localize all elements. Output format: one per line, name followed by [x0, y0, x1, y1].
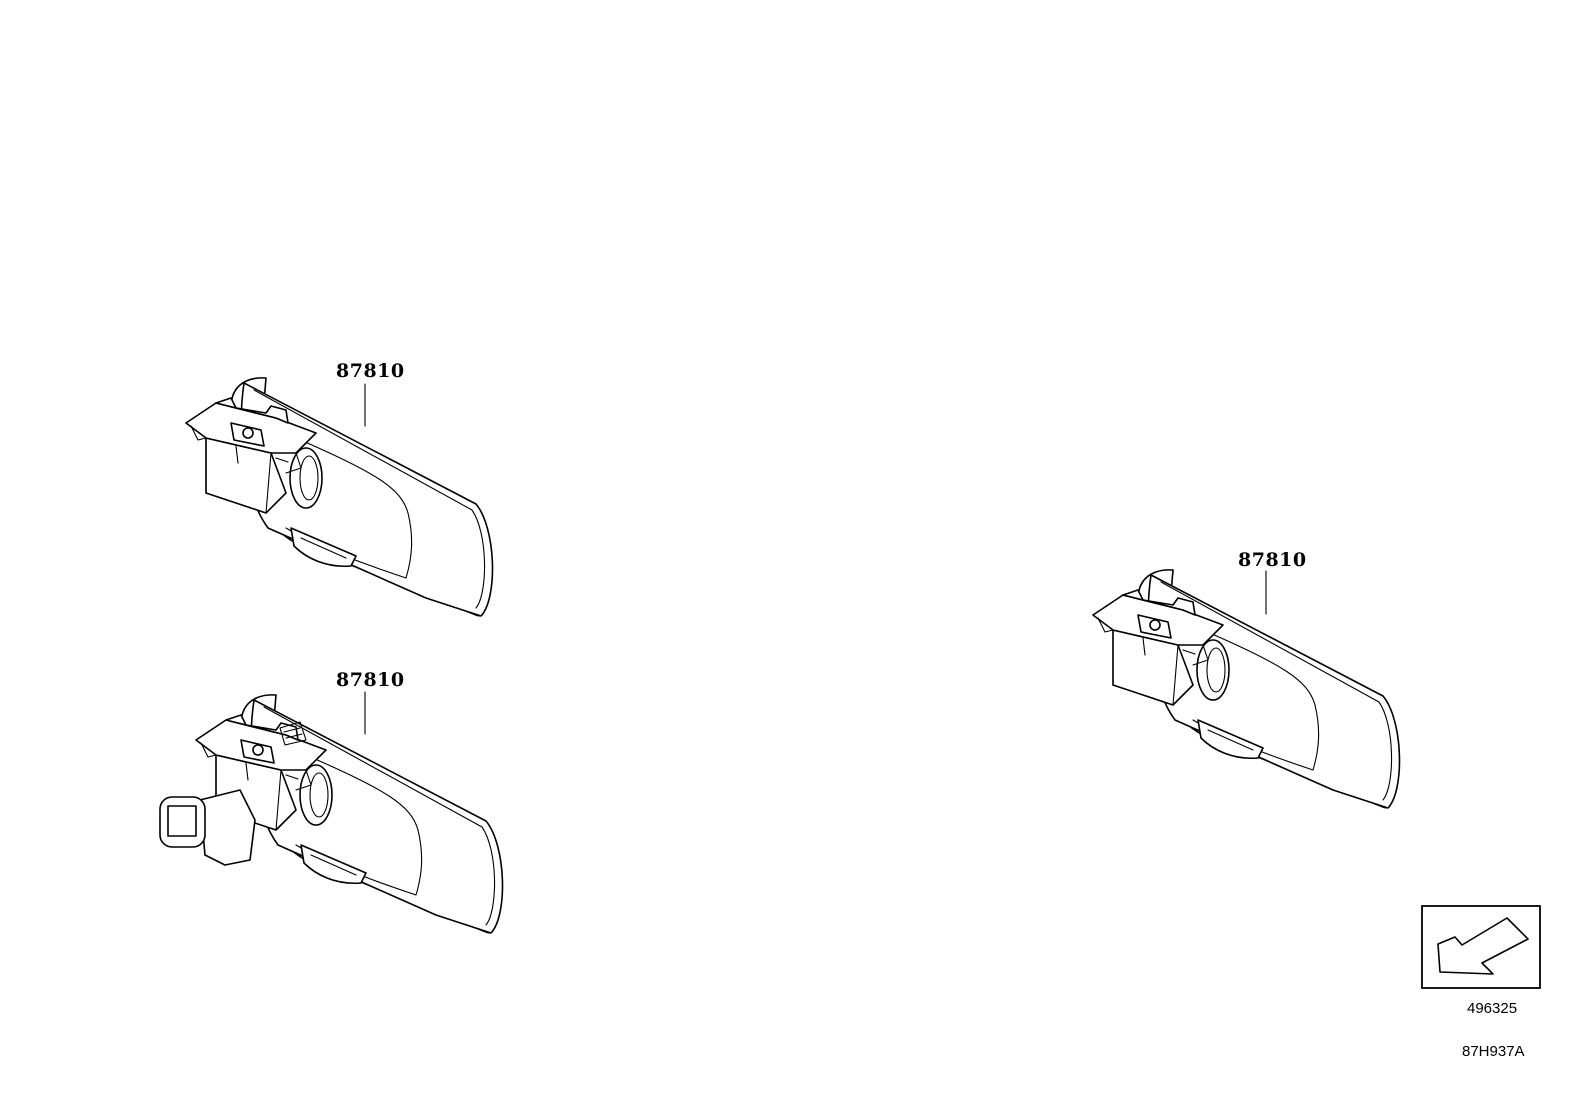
reference-box [1421, 905, 1541, 989]
callout-87810-3: 87810 [1238, 549, 1307, 571]
direction-arrow-icon [1437, 917, 1529, 975]
drawing-code: 87H937A [1462, 1043, 1525, 1060]
mirror-camera-module [159, 721, 307, 866]
rearview-mirror-1 [185, 377, 494, 617]
reference-number: 496325 [1467, 1000, 1517, 1017]
callout-87810-2: 87810 [336, 669, 405, 691]
callout-87810-1: 87810 [336, 360, 405, 382]
rearview-mirror-3 [1092, 569, 1401, 809]
